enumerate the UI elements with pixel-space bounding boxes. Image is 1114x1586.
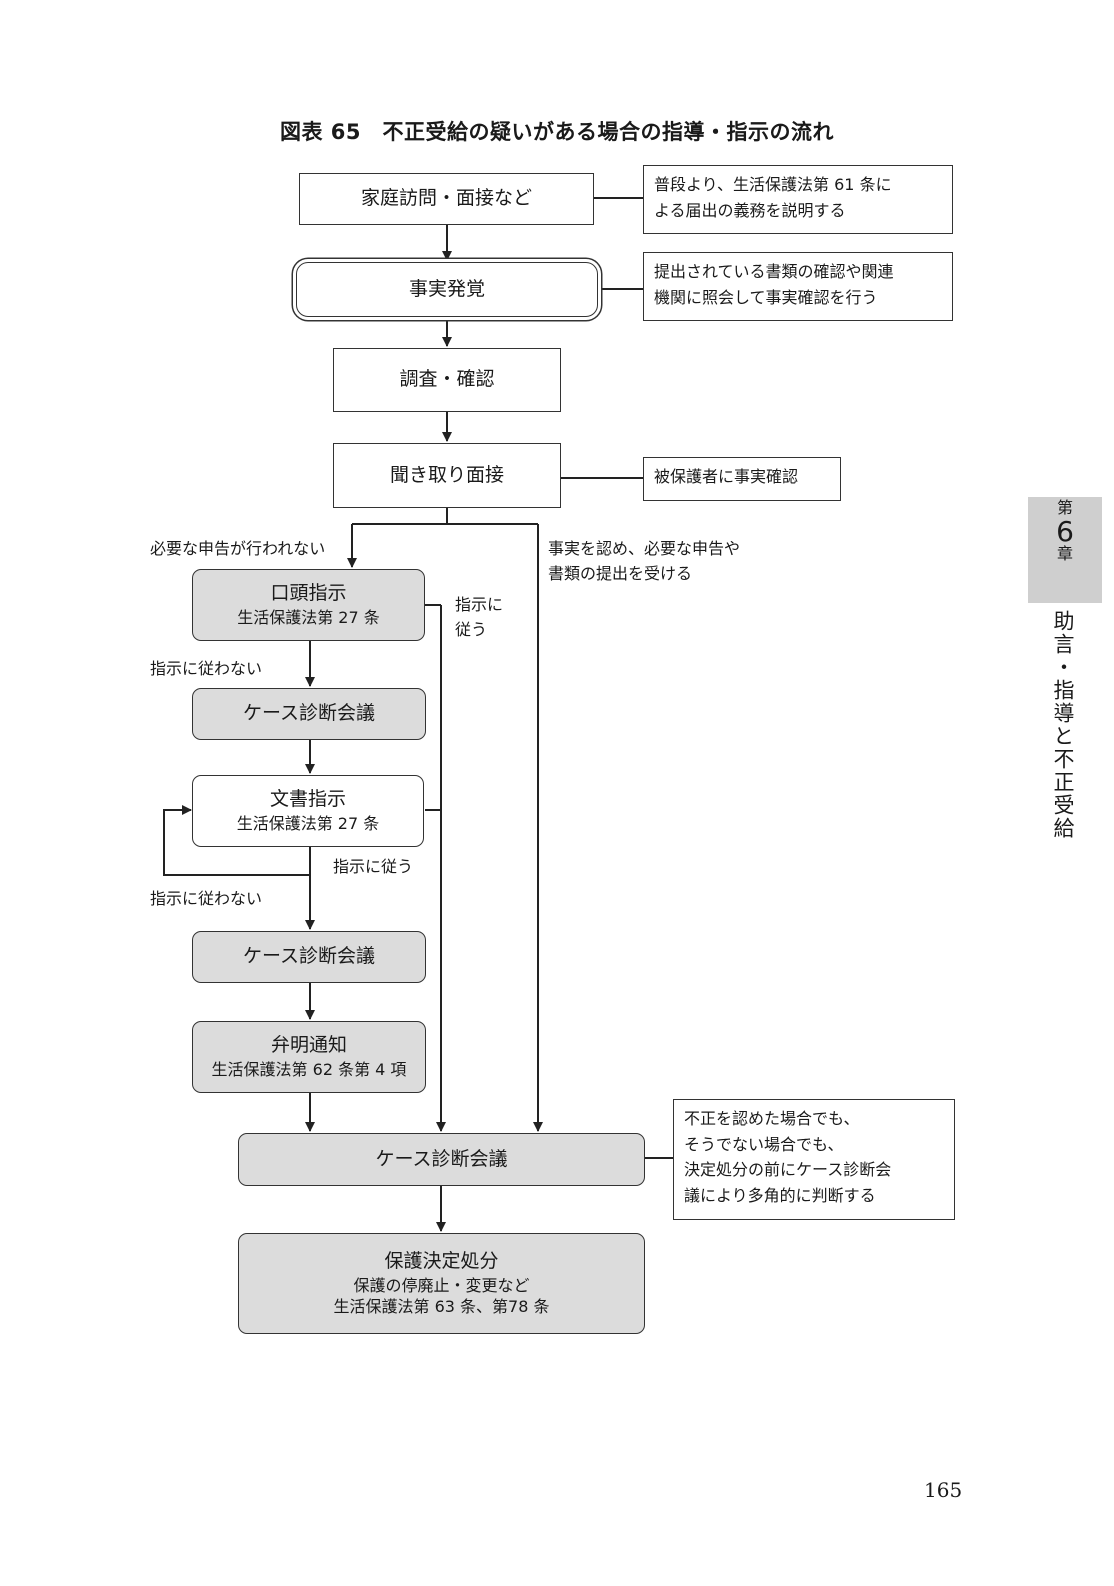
- label-no-report: 必要な申告が行われない: [150, 539, 326, 558]
- label-comply-1: 指示に 従う: [455, 593, 503, 643]
- label-not-comply-2: 指示に従わない: [150, 889, 263, 908]
- chapter-tab-text: 第 6 章: [1028, 498, 1102, 564]
- figure-title: 図表 65 不正受給の疑いがある場合の指導・指示の流れ: [279, 120, 835, 144]
- decision-detail: 保護の停廃止・変更など: [353, 1275, 530, 1295]
- hearing-notice-label: 弁明通知: [270, 1034, 347, 1057]
- label-admit-line: 事実を認め、必要な申告や: [548, 539, 741, 558]
- fact-found-box: 事実発覚: [296, 262, 598, 317]
- note-meeting-line: 不正を認めた場合でも、: [684, 1109, 860, 1128]
- investigation-box: 調査・確認: [333, 348, 561, 412]
- case-meeting-3-label: ケース診断会議: [375, 1147, 508, 1170]
- interview-box: 聞き取り面接: [333, 443, 561, 508]
- decision-label: 保護決定処分: [384, 1250, 499, 1273]
- written-instruction-law: 生活保護法第 27 条: [236, 814, 380, 834]
- chapter-title: 助言・指導と不正受給: [1051, 610, 1075, 840]
- case-meeting-2-box: ケース診断会議: [192, 931, 426, 983]
- home-visit-box: 家庭訪問・面接など: [299, 173, 594, 225]
- label-admit: 事実を認め、必要な申告や 書類の提出を受ける: [548, 537, 740, 587]
- chapter-suffix: 章: [1056, 544, 1073, 564]
- label-comply-2: 指示に従う: [333, 857, 414, 876]
- chapter-tab: [1028, 497, 1102, 603]
- note-interview-line: 被保護者に事実確認: [654, 467, 799, 486]
- note-interview: 被保護者に事実確認: [643, 457, 841, 501]
- label-comply-1-line: 指示に: [455, 595, 504, 614]
- oral-instruction-law: 生活保護法第 27 条: [237, 608, 380, 628]
- case-meeting-1-label: ケース診断会議: [242, 702, 376, 725]
- label-comply-1-line: 従う: [455, 619, 488, 639]
- note-home-visit-line: 普段より、生活保護法第 61 条に: [654, 175, 892, 194]
- case-meeting-1-box: ケース診断会議: [192, 688, 426, 740]
- decision-law: 生活保護法第 63 条、第78 条: [333, 1297, 550, 1317]
- note-meeting-line: そうでない場合でも、: [684, 1134, 844, 1154]
- written-instruction-label: 文書指示: [269, 788, 346, 811]
- label-admit-line: 書類の提出を受ける: [548, 563, 693, 583]
- case-meeting-2-label: ケース診断会議: [242, 945, 376, 968]
- chapter-number: 6: [1056, 514, 1074, 548]
- decision-box: 保護決定処分 保護の停廃止・変更など 生活保護法第 63 条、第78 条: [238, 1233, 645, 1334]
- hearing-notice-box: 弁明通知 生活保護法第 62 条第 4 項: [192, 1021, 426, 1093]
- note-fact: 提出されている書類の確認や関連 機関に照会して事実確認を行う: [643, 252, 953, 321]
- chapter-prefix: 第: [1056, 498, 1073, 517]
- fact-found-label: 事実発覚: [408, 277, 485, 300]
- note-home-visit: 普段より、生活保護法第 61 条に よる届出の義務を説明する: [643, 165, 953, 234]
- home-visit-label: 家庭訪問・面接など: [360, 187, 532, 210]
- label-not-comply-1: 指示に従わない: [150, 659, 263, 678]
- note-fact-line: 提出されている書類の確認や関連: [654, 262, 894, 281]
- case-meeting-3-box: ケース診断会議: [238, 1133, 645, 1186]
- note-meeting: 不正を認めた場合でも、 そうでない場合でも、 決定処分の前にケース診断会 議によ…: [673, 1099, 955, 1220]
- interview-label: 聞き取り面接: [389, 463, 504, 486]
- note-home-visit-line: よる届出の義務を説明する: [654, 200, 846, 220]
- oral-instruction-box: 口頭指示 生活保護法第 27 条: [192, 569, 425, 641]
- loop-back-to-written: [163, 805, 310, 876]
- note-meeting-line: 議により多角的に判断する: [684, 1185, 876, 1205]
- oral-instruction-label: 口頭指示: [270, 582, 347, 605]
- hearing-notice-law: 生活保護法第 62 条第 4 項: [211, 1060, 407, 1080]
- written-instruction-box: 文書指示 生活保護法第 27 条: [192, 775, 424, 847]
- page-number: 165: [924, 1478, 963, 1502]
- note-fact-line: 機関に照会して事実確認を行う: [654, 287, 878, 307]
- note-meeting-line: 決定処分の前にケース診断会: [684, 1160, 892, 1180]
- investigation-label: 調査・確認: [399, 368, 495, 391]
